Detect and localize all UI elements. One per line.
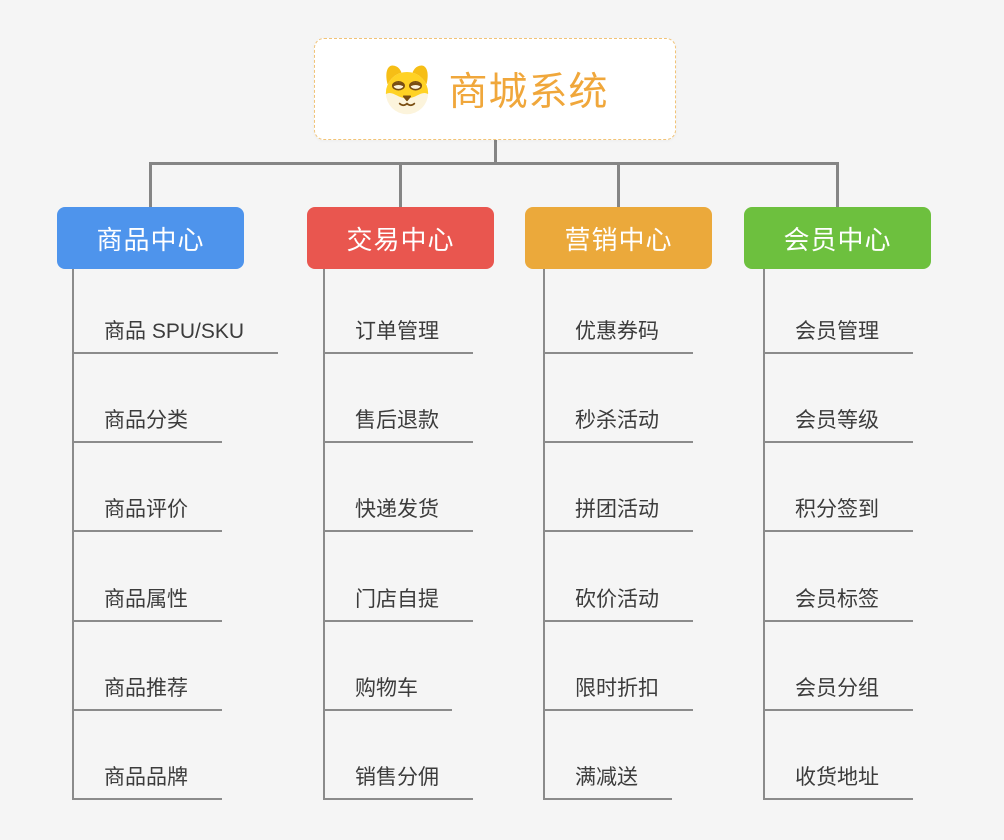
subtopic-item[interactable]: 商品属性 [72, 580, 222, 622]
subtopic-item[interactable]: 会员分组 [763, 669, 913, 711]
subtopic-item[interactable]: 收货地址 [763, 758, 913, 800]
branch-member-center[interactable]: 会员中心 [744, 207, 931, 269]
branch-label: 会员中心 [783, 224, 892, 255]
subtopic-item[interactable]: 会员管理 [763, 312, 913, 354]
subtopic-item[interactable]: 商品推荐 [72, 669, 222, 711]
branch-label: 商品中心 [96, 224, 205, 255]
shiba-dog-icon [386, 65, 429, 115]
subtopic-item[interactable]: 优惠券码 [543, 312, 693, 354]
subtopic-item[interactable]: 快递发货 [323, 490, 473, 532]
subtopic-item[interactable]: 拼团活动 [543, 490, 693, 532]
branch-marketing-center[interactable]: 营销中心 [525, 207, 712, 269]
root-topic[interactable]: 商城系统 [314, 38, 676, 140]
subtopic-item[interactable]: 限时折扣 [543, 669, 693, 711]
subtopic-item[interactable]: 商品分类 [72, 401, 222, 443]
subtopic-item[interactable]: 积分签到 [763, 490, 913, 532]
subtopic-item[interactable]: 门店自提 [323, 580, 473, 622]
subtopic-item[interactable]: 砍价活动 [543, 580, 693, 622]
subtopic-item[interactable]: 商品品牌 [72, 758, 222, 800]
subtopic-item[interactable]: 销售分佣 [323, 758, 473, 800]
subtopic-item[interactable]: 会员等级 [763, 401, 913, 443]
root-topic-title: 商城系统 [448, 71, 609, 114]
subtopic-item[interactable]: 购物车 [323, 669, 452, 711]
subtopic-item[interactable]: 会员标签 [763, 580, 913, 622]
subtopic-item[interactable]: 满减送 [543, 758, 672, 800]
subtopic-item[interactable]: 秒杀活动 [543, 401, 693, 443]
branch-label: 营销中心 [564, 224, 673, 255]
subtopic-item[interactable]: 售后退款 [323, 401, 473, 443]
subtopic-item[interactable]: 商品 SPU/SKU [72, 312, 279, 354]
branch-trade-center[interactable]: 交易中心 [307, 207, 494, 269]
branch-label: 交易中心 [346, 224, 455, 255]
subtopic-item[interactable]: 订单管理 [323, 312, 473, 354]
branch-product-center[interactable]: 商品中心 [57, 207, 244, 269]
subtopic-item[interactable]: 商品评价 [72, 490, 222, 532]
